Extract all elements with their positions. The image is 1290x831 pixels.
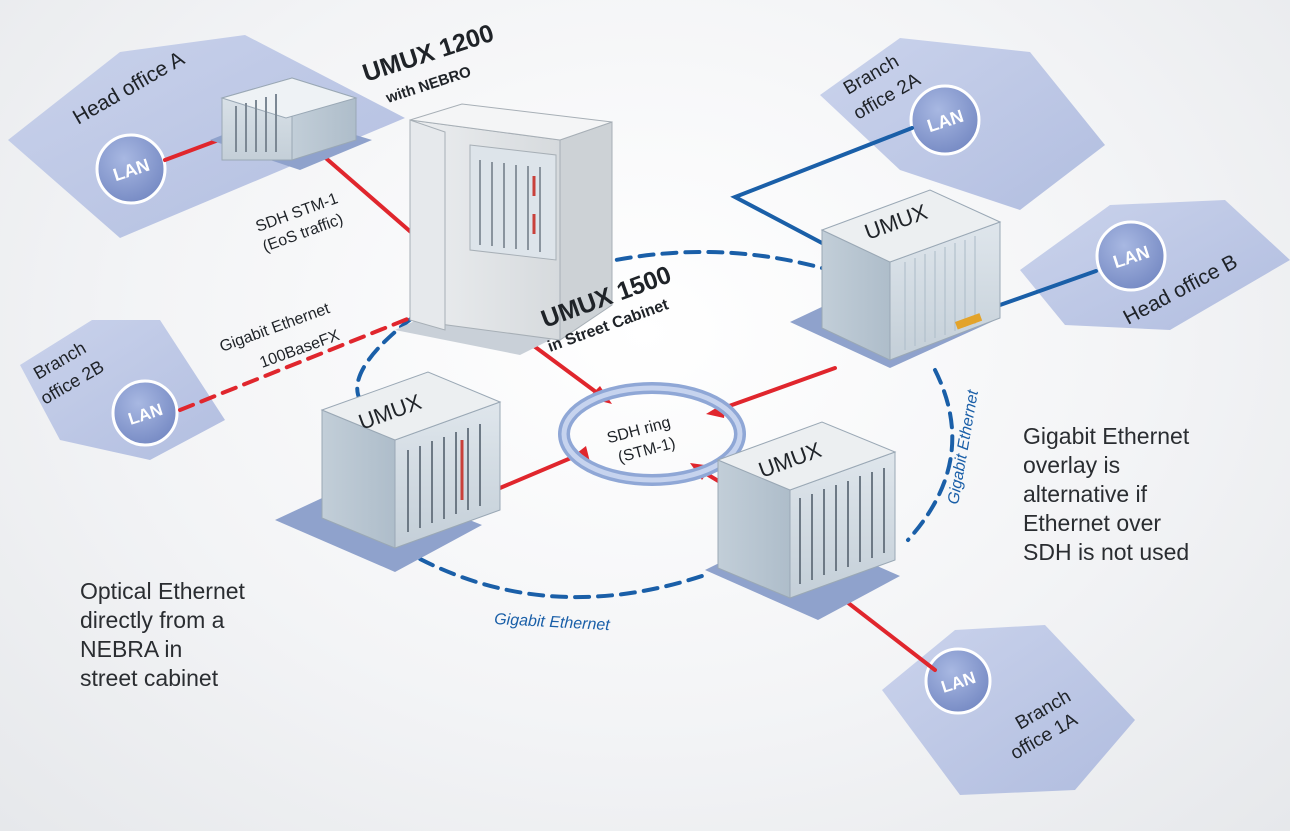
zone-branch-office-2b: LAN Branch office 2B [20, 320, 225, 460]
lan-disc-branch-office-2b [111, 379, 179, 447]
link-gige-overlay-right [906, 368, 955, 542]
link-head-b-to-umux-right [998, 269, 1098, 307]
lan-disc-branch-office-2a [909, 84, 981, 156]
umux1200-device [210, 77, 372, 170]
lan-disc-branch-office-1a [924, 647, 992, 715]
note-optical-ethernet: Optical Ethernet directly from a NEBRA i… [80, 578, 245, 691]
umux-left-device [275, 371, 502, 572]
zone-branch-office-1a: LAN Branch office 1A [882, 625, 1135, 795]
link-gige-overlay-bottom [398, 546, 707, 600]
umux-bottom-device [705, 421, 900, 620]
zone-branch-office-2a: LAN Branch office 2A [820, 38, 1105, 210]
link-gige-100basefx [178, 316, 412, 412]
link-umux-right-to-ring [716, 366, 837, 412]
umux-right-device [790, 189, 1002, 368]
link-branch-2a-to-umux-right [730, 126, 914, 245]
lan-disc-head-office-b [1095, 220, 1167, 292]
keymile-logo [954, 313, 983, 330]
link-umux-left-to-ring [498, 453, 580, 490]
zone-head-office-b: LAN Head office B [1020, 200, 1290, 330]
lan-disc-head-office-a [95, 133, 167, 205]
umux1500-street-cabinet [395, 103, 613, 355]
note-gige-overlay: Gigabit Ethernet overlay is alternative … [1023, 423, 1190, 565]
link-gige-overlay-left [355, 316, 414, 402]
gige-bottom-label: Gigabit Ethernet [494, 611, 611, 634]
sdh-ring: SDH ring (STM-1) [558, 382, 746, 486]
